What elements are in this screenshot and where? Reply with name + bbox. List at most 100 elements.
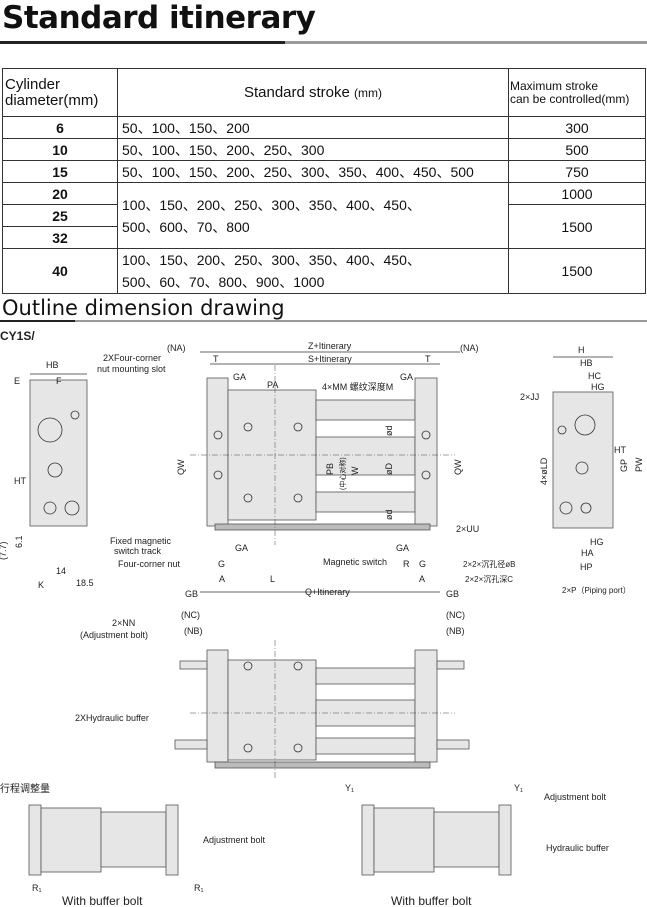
br-plate-left	[361, 804, 375, 876]
label-pb: PB	[325, 463, 335, 475]
label-s: S+Itinerary	[308, 354, 352, 364]
label-z: Z+Itinerary	[308, 341, 352, 351]
label-od: ød	[384, 509, 394, 520]
label-fixed-track: Fixed magnetic	[110, 536, 172, 546]
label-18-5: 18.5	[76, 578, 94, 588]
label-nn: 2×NN	[112, 618, 135, 628]
cell-max: 1000	[508, 182, 646, 205]
label-nc: (NC)	[181, 610, 200, 620]
switch-track-2	[214, 761, 431, 769]
label-hc: HC	[588, 371, 601, 381]
label-gb: GB	[185, 589, 198, 599]
label-y1: Y₁	[514, 783, 523, 793]
title-divider	[0, 41, 647, 44]
label-r1: R₁	[32, 883, 42, 893]
label-ht: HT	[614, 445, 626, 455]
label-r1: R₁	[194, 883, 204, 893]
br-rods	[433, 811, 500, 868]
label-nb: (NB)	[446, 626, 465, 636]
group-stroke-l2: 500、600、70、800	[122, 218, 250, 235]
side-view-right	[552, 391, 614, 529]
end-plate-right-2	[414, 649, 438, 763]
stroke-l1: 100、150、200、250、300、350、400、450、	[122, 252, 421, 268]
label-a: A	[419, 574, 425, 584]
label-h: H	[578, 345, 585, 355]
label-adjustment-bolt: Adjustment bolt	[544, 792, 607, 802]
label-ga: GA	[396, 543, 409, 553]
label-nb: (NB)	[184, 626, 203, 636]
label-hydraulic-buffer: Hydraulic buffer	[546, 843, 609, 853]
adjustment-bolt-left	[179, 660, 208, 670]
label-t: T	[213, 354, 219, 364]
cell-stroke: 50、100、150、200、250、300、350、400、450、500	[117, 160, 509, 183]
hydraulic-buffer-right	[436, 739, 470, 750]
cylinder-tube-2	[315, 699, 416, 727]
guide-rod-bottom	[315, 491, 416, 513]
label-hb: HB	[46, 360, 59, 370]
bl-rods	[100, 811, 167, 868]
hydraulic-buffer-left	[174, 739, 208, 750]
header-stroke-unit: (mm)	[354, 86, 383, 100]
model-label: CY1S/	[0, 329, 35, 343]
label-hp: HP	[580, 562, 593, 572]
br-plate-right	[498, 804, 512, 876]
label-w: W	[350, 466, 360, 475]
caption-with-buffer-bolt: With buffer bolt	[391, 894, 472, 907]
section-title: Outline dimension drawing	[2, 296, 285, 320]
bl-plate-right	[165, 804, 179, 876]
label-hg: HG	[590, 537, 604, 547]
header-diameter-l2: diameter(mm)	[5, 91, 99, 109]
label-hg: HG	[591, 382, 605, 392]
label-y1: Y₁	[345, 783, 354, 793]
label-slot: nut mounting slot	[97, 364, 166, 374]
table-row: 20 100、150、200、250、300、350、400、450、500、6…	[2, 182, 646, 249]
label-mm: 4×MM 螺纹深度M	[322, 381, 393, 392]
label-ld: 4×øLD	[539, 457, 549, 485]
section-divider	[0, 320, 647, 322]
caption-with-buffer-bolt: With buffer bolt	[62, 894, 143, 907]
bl-plate-left	[28, 804, 42, 876]
label-a: A	[219, 574, 225, 584]
cell-stroke-group: 100、150、200、250、300、350、400、450、500、600、…	[117, 182, 509, 249]
page-title: Standard itinerary	[2, 0, 316, 36]
label-piping-port: 2×P（Piping port）	[562, 586, 631, 595]
label-gp: GP	[619, 459, 629, 472]
header-max-l1: Maximum stroke	[510, 78, 599, 93]
dimension-labels: (NA) (NA) Z+Itinerary S+Itinerary T T 2X…	[0, 341, 644, 907]
label-nc: (NC)	[446, 610, 465, 620]
label-r: R	[403, 559, 410, 569]
label-center: (中心对称)	[338, 457, 347, 490]
label-e: E	[14, 376, 20, 386]
side-view-left	[29, 379, 88, 527]
label-adjustment-bolt: (Adjustment bolt)	[80, 630, 148, 640]
label-l: L	[270, 574, 275, 584]
header-stroke-text: Standard stroke	[243, 84, 350, 101]
label-qw: QW	[453, 459, 463, 475]
label-oc: 2×2×沉孔深C	[465, 575, 513, 584]
guide-rod-top	[315, 399, 416, 421]
end-plate-left	[206, 377, 229, 527]
label-hb: HB	[580, 358, 593, 368]
cell-diameter: 25	[2, 204, 118, 227]
end-plate-right	[414, 377, 438, 527]
bl-table	[40, 807, 102, 873]
label-uu: 2×UU	[456, 524, 479, 534]
label-oD: øD	[384, 463, 394, 475]
label-7-7: (7.7)	[0, 541, 8, 560]
label-k: K	[38, 580, 44, 590]
label-ga: GA	[400, 372, 413, 382]
label-four-corner-nut: Four-corner nut	[118, 559, 181, 569]
label-f: F	[56, 376, 62, 386]
cell-diameter: 40	[2, 248, 118, 294]
slide-table-2	[227, 659, 317, 761]
label-adjust-amount: 行程调整量	[0, 782, 50, 795]
label-adjustment-bolt: Adjustment bolt	[203, 835, 266, 845]
label-pa: PA	[267, 380, 278, 390]
end-plate-left-2	[206, 649, 229, 763]
